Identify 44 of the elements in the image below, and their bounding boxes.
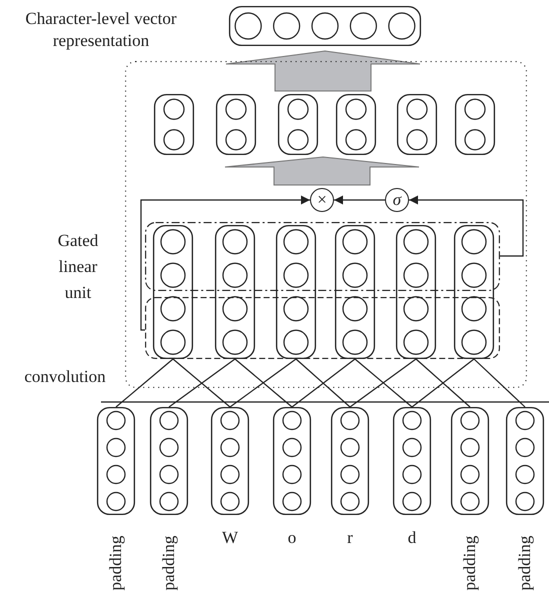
side-label: convolution	[23, 366, 107, 388]
vector-box	[331, 407, 369, 515]
vector-box	[211, 407, 249, 515]
input-label: padding	[158, 534, 179, 592]
vector-box	[393, 407, 431, 515]
arrow	[409, 196, 524, 257]
input-label: W	[220, 527, 240, 549]
input-label: padding	[514, 534, 535, 592]
vector-box	[154, 94, 194, 155]
vector-box	[454, 225, 494, 359]
dashed-group-frame	[145, 297, 500, 359]
side-label: Character-level vector representation	[24, 8, 178, 52]
input-label: padding	[458, 534, 480, 592]
vector-box	[97, 407, 135, 515]
vector-box	[153, 225, 193, 359]
arrow	[334, 196, 385, 204]
vector-box	[397, 94, 437, 155]
vector-box	[216, 94, 256, 155]
vector-box	[278, 94, 318, 155]
vector-box	[276, 225, 316, 359]
vector-box	[451, 407, 489, 515]
arrow	[140, 196, 310, 331]
side-label: Gated linear unit	[56, 230, 100, 304]
vector-box	[336, 94, 376, 155]
vector-box	[273, 407, 311, 515]
vector-box	[215, 225, 255, 359]
vector-box	[455, 94, 495, 155]
multiply-circle: ×	[310, 188, 334, 212]
vector-box	[335, 225, 375, 359]
vector-box	[150, 407, 188, 515]
sigmoid-circle: σ	[385, 188, 409, 212]
vector-box	[229, 6, 421, 46]
convolution-line	[474, 358, 526, 408]
dashed-group-frame	[145, 222, 500, 291]
vector-box	[396, 225, 436, 359]
input-label: r	[346, 527, 354, 549]
vector-box	[506, 407, 544, 515]
input-label: d	[406, 527, 418, 549]
block-arrow	[224, 156, 420, 186]
input-label: padding	[104, 534, 126, 592]
convolution-line	[116, 358, 174, 408]
input-label: o	[286, 527, 298, 549]
dotted-frame	[125, 61, 527, 388]
block-arrow	[226, 50, 420, 92]
